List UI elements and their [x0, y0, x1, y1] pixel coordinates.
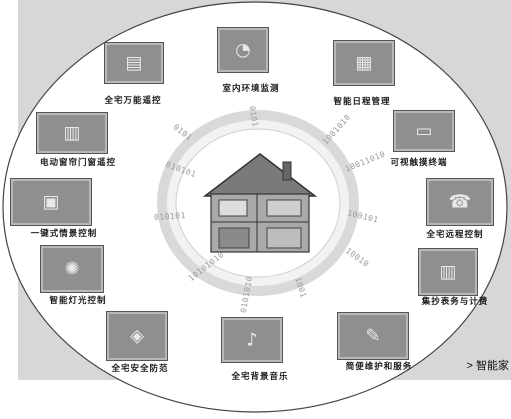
security-thumbnail: ◈ [106, 311, 168, 361]
env-thumbnail: ◔ [217, 27, 269, 73]
lighting-thumbnail: ✺ [40, 245, 104, 293]
phone-icon: ☎ [448, 191, 472, 213]
remote-control-thumbnail: ☎ [426, 178, 494, 226]
bulb-icon: ✺ [64, 258, 80, 280]
house-window [266, 199, 302, 217]
remote-thumbnail: ▤ [104, 42, 164, 84]
security-label: 全宅安全防范 [111, 364, 169, 374]
house-chimney [282, 161, 292, 181]
gauge-icon: ◔ [235, 39, 251, 61]
chart-icon: ▥ [439, 261, 457, 283]
house-illustration [202, 153, 318, 253]
footer-note: > 智能家 [466, 360, 509, 372]
remote-control-label: 全宅远程控制 [426, 230, 484, 240]
remote-label: 全宅万能遥控 [104, 96, 162, 106]
scene-icon: ▣ [42, 191, 60, 213]
music-label: 全宅背景音乐 [231, 372, 289, 382]
video-thumbnail: ▭ [393, 110, 455, 152]
env-label: 室内环境监测 [222, 84, 280, 94]
video-label: 可视触摸终端 [390, 158, 448, 168]
meter-label: 集抄表务与计费 [421, 297, 489, 307]
curtain-thumbnail: ▥ [36, 112, 108, 154]
lighting-label: 智能灯光控制 [49, 296, 107, 306]
speaker-icon: ♪ [246, 329, 258, 351]
house-window [218, 199, 248, 217]
meter-thumbnail: ▥ [418, 248, 478, 296]
scene-label: 一键式情景控制 [30, 229, 98, 239]
schedule-label: 智能日程管理 [333, 97, 391, 107]
shield-icon: ◈ [130, 325, 144, 347]
music-thumbnail: ♪ [221, 317, 283, 363]
calendar-icon: ▦ [355, 52, 373, 74]
schedule-thumbnail: ▦ [333, 40, 395, 86]
touchscreen-icon: ▭ [415, 120, 433, 142]
maintenance-label: 简便维护和服务 [345, 362, 413, 372]
remote-icon: ▤ [125, 52, 143, 74]
maintenance-thumbnail: ✎ [337, 312, 409, 360]
house-room [218, 227, 250, 249]
house-roof [202, 153, 318, 197]
curtain-label: 电动窗帘门窗遥控 [39, 158, 117, 168]
house-room [266, 227, 302, 249]
curtain-icon: ▥ [63, 122, 81, 144]
scene-thumbnail: ▣ [10, 178, 92, 226]
tools-icon: ✎ [365, 325, 381, 347]
